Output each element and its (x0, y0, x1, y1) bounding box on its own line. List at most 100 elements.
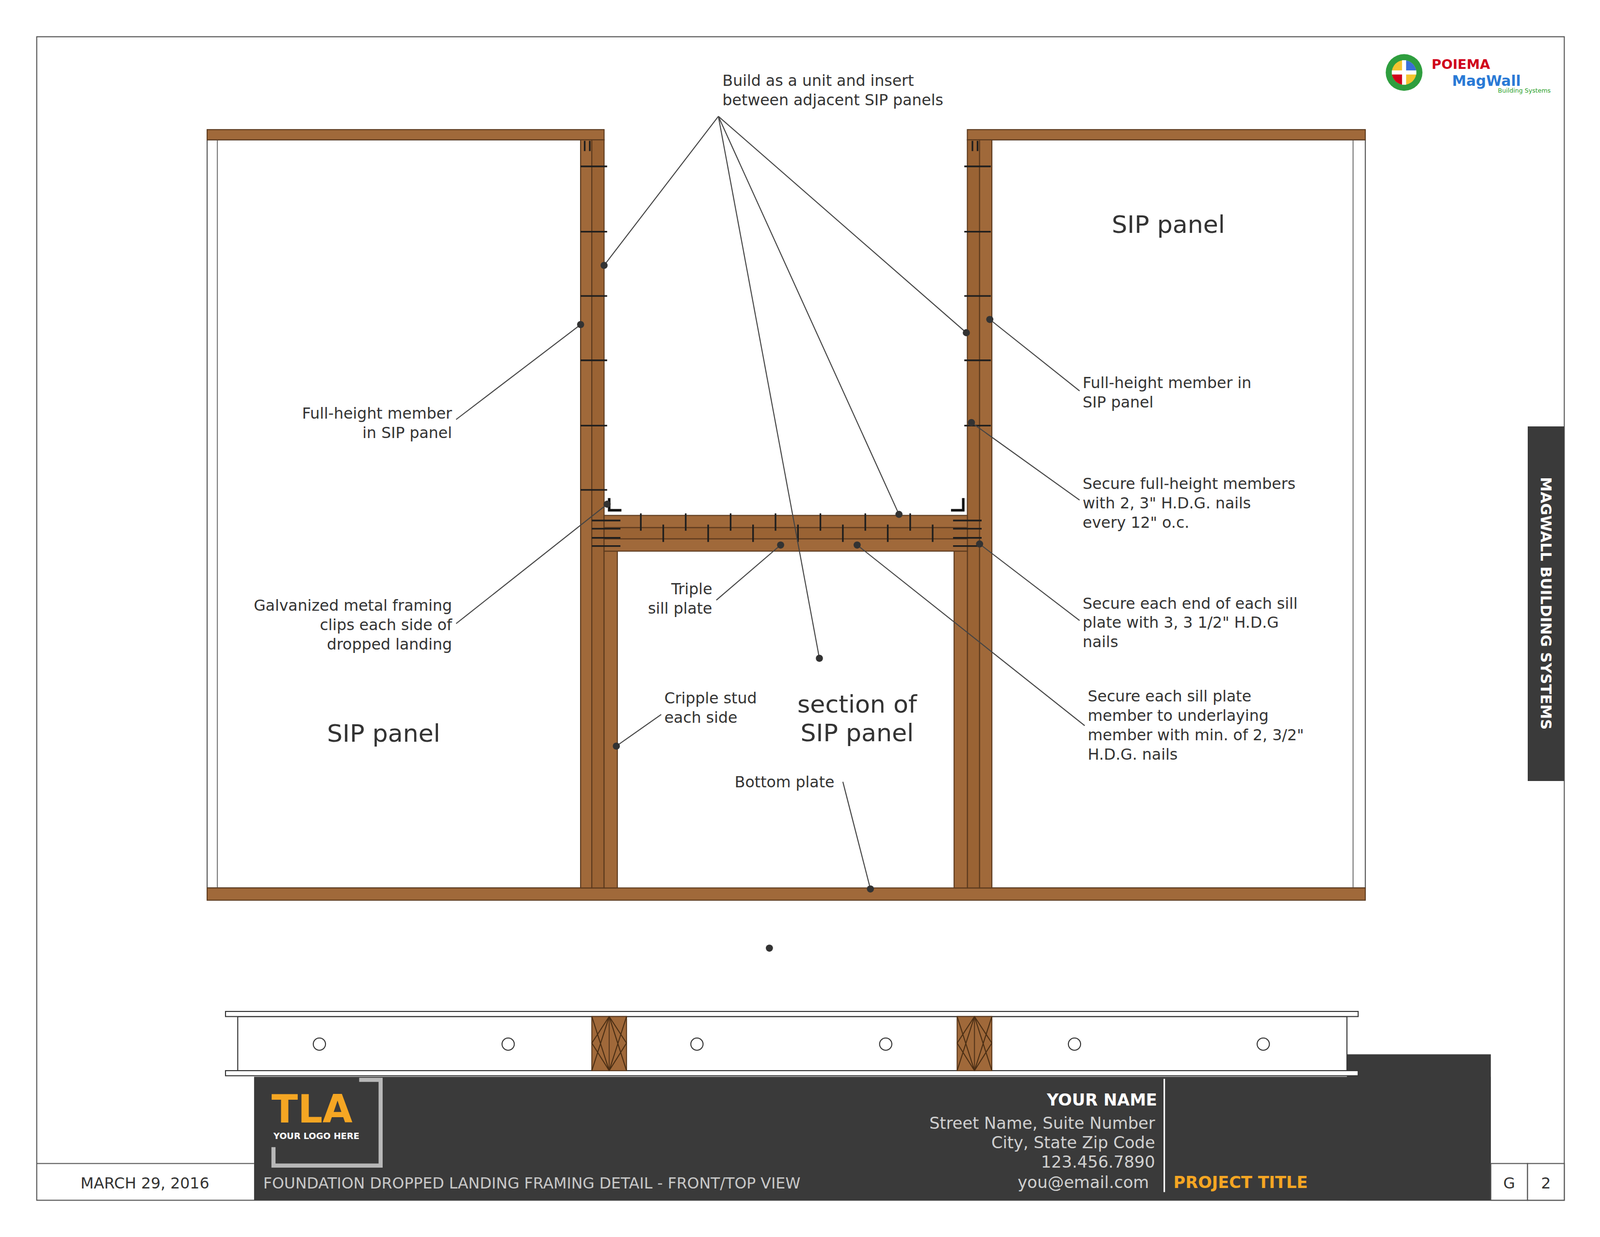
title-block (36, 1162, 255, 1164)
plan-view (313, 1037, 326, 1051)
leader-lines (842, 781, 871, 889)
title-block (36, 1053, 1565, 1200)
nail-marks (591, 536, 621, 539)
plan-view (237, 1016, 1347, 1071)
nail-marks (580, 165, 608, 167)
text-line: Full-height member (302, 404, 453, 422)
text-line: each side (664, 708, 738, 727)
wall-framing (580, 139, 592, 888)
leader-lines (604, 116, 719, 266)
wall-framing (967, 139, 980, 888)
wall-framing (216, 139, 218, 888)
text-line: Build as a unit and insert (722, 71, 915, 90)
nail-marks (591, 545, 621, 547)
nail-marks (580, 359, 608, 361)
plan-view (879, 1037, 892, 1051)
callout-note: Full-height member in SIP panel (1082, 373, 1252, 413)
wall-framing (967, 129, 1366, 140)
text-line: Cripple stud (664, 689, 758, 707)
nail-marks (841, 524, 844, 542)
text-line: Full-height member in (1082, 373, 1252, 392)
nail-marks (591, 527, 621, 530)
framing-clip (951, 498, 964, 511)
leader-dots (975, 540, 984, 548)
title-block-text: G (1503, 1173, 1516, 1194)
nail-marks (729, 513, 732, 531)
leader-dots (985, 315, 994, 324)
nail-marks (580, 424, 608, 427)
nail-marks (580, 140, 991, 546)
wall-framing (207, 129, 1366, 900)
text-line: SIP panel (1082, 393, 1154, 411)
nail-marks (931, 524, 934, 542)
text-line: Secure each sill plate (1087, 687, 1252, 705)
leader-lines (718, 116, 820, 659)
leader-lines (716, 545, 781, 601)
nail-marks (976, 140, 979, 151)
sheet-title: FOUNDATION DROPPED LANDING FRAMING DETAI… (263, 1173, 801, 1194)
leader-lines (455, 116, 1085, 889)
title-block-text: you@email.com (1017, 1172, 1149, 1194)
brand-logo (1391, 70, 1417, 75)
wall-framing (979, 139, 992, 888)
nail-marks (583, 140, 586, 151)
text-line: Triple (671, 580, 713, 598)
wall-framing (591, 139, 604, 888)
nail-marks (591, 519, 621, 521)
text-line: sill plate (647, 599, 713, 617)
text-line: section of (797, 689, 918, 719)
nail-marks (964, 165, 991, 167)
callout-note: Building Systems (1498, 86, 1552, 95)
wall-framing (1352, 139, 1354, 888)
sheet-border (36, 36, 1565, 1201)
nail-marks (707, 524, 709, 542)
text-line: member with min. of 2, 3/2" (1087, 726, 1305, 744)
wall-framing (207, 129, 604, 140)
wall-framing (991, 139, 1366, 888)
leader-dots (577, 321, 585, 329)
plan-view (225, 1011, 1358, 1076)
leader-lines (718, 116, 967, 333)
nail-marks (662, 524, 664, 542)
nail-marks (864, 513, 866, 531)
text-line: between adjacent SIP panels (722, 91, 944, 109)
nail-marks (580, 294, 608, 297)
wall-framing (604, 515, 968, 528)
wall-framing (207, 139, 581, 888)
callout-note: Full-height member in SIP panel (302, 404, 453, 443)
nail-marks (580, 488, 608, 491)
leader-lines (616, 714, 662, 746)
plan-view (225, 1011, 1358, 1017)
title-block-text: MARCH 29, 2016 (80, 1173, 210, 1194)
wall-framing (953, 550, 968, 888)
text-line: SIP panel (800, 718, 915, 747)
callout-note: Triple sill plate (647, 579, 713, 619)
plan-view (957, 1016, 993, 1071)
leader-dots (765, 944, 774, 952)
plan-view (225, 1070, 1358, 1076)
nail-marks (964, 424, 991, 427)
text-line: in SIP panel (362, 423, 453, 442)
leader-lines (455, 503, 607, 624)
nail-marks (819, 513, 822, 531)
text-line: Secure full-height members (1082, 474, 1296, 493)
leader-dots (895, 510, 903, 518)
title-block (254, 1076, 1491, 1201)
text-line: dropped landing (326, 635, 453, 653)
text-line: Secure each end of each sill (1082, 594, 1298, 613)
text-line: member to underlaying (1087, 706, 1269, 725)
leader-dots (776, 541, 785, 549)
title-block (1527, 1163, 1565, 1201)
callout-note: Build as a unit and insert between adjac… (722, 71, 944, 111)
leader-lines (979, 543, 1080, 621)
leader-dots (603, 500, 611, 508)
nail-marks (964, 230, 991, 233)
title-block (1163, 1078, 1165, 1193)
leader-lines (971, 422, 1080, 501)
nail-marks (588, 140, 591, 151)
nail-marks (752, 524, 754, 542)
title-block-text: City, State Zip Code (991, 1132, 1156, 1154)
wall-framing (207, 887, 1366, 900)
